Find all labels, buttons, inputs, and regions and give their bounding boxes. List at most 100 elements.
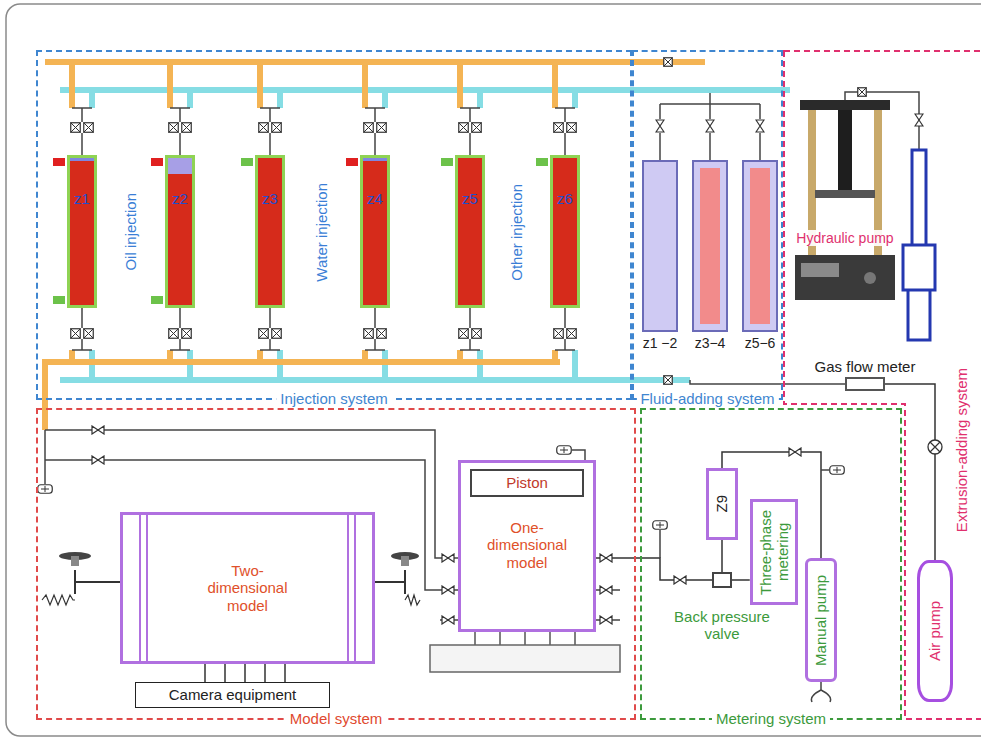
gauge — [557, 446, 572, 455]
press-base — [795, 255, 895, 300]
model-plate — [140, 515, 355, 661]
press-ram — [838, 110, 852, 190]
equipment-label: Gas flow meter — [813, 358, 918, 375]
equipment-label: Z9 — [713, 495, 730, 513]
cylinder-tab — [441, 158, 453, 166]
press-top — [800, 100, 890, 110]
air-valve — [928, 440, 942, 454]
equipment-label: z5 — [458, 190, 482, 207]
equipment-label: One-dimensional model — [481, 519, 573, 571]
clamp-handle — [401, 556, 409, 566]
equipment-box: Three-phase metering — [750, 499, 799, 605]
equipment-label: z4 — [363, 190, 387, 207]
valve — [92, 426, 104, 434]
equipment-box: Air pump — [917, 560, 953, 702]
region-label: Fluid-adding system — [636, 389, 778, 406]
valve — [600, 554, 612, 562]
equipment-box: Piston — [470, 469, 584, 496]
system-region: Fluid-adding systemz1 −2z3−4z5−6 — [632, 50, 783, 400]
equipment-box: One-dimensional model Piston — [458, 460, 596, 632]
valve-pair — [71, 58, 673, 385]
equipment-label: z3 — [258, 190, 282, 207]
oil-pipe — [45, 59, 705, 65]
equipment-label: Hydraulic pump — [794, 230, 895, 246]
equipment-label: Two-dimensional model — [198, 562, 298, 614]
equipment-label: Three-phase metering — [757, 505, 792, 599]
valve-pair — [169, 123, 192, 133]
valve — [600, 586, 612, 594]
region-outline — [784, 51, 981, 719]
pipe-connector — [596, 558, 712, 580]
gauge — [38, 485, 53, 494]
equipment-box: z4 — [360, 155, 390, 308]
valve — [706, 120, 714, 132]
cylinder-piping — [72, 108, 575, 350]
valve-pair — [554, 123, 577, 133]
pump-piping — [845, 92, 919, 150]
pipe-connector — [732, 579, 750, 581]
valve-pair — [364, 329, 387, 339]
pipe-connector — [205, 664, 285, 682]
valve — [442, 554, 454, 562]
valve-pair — [554, 329, 577, 339]
region-label: Extrusion-adding system — [953, 368, 970, 532]
hydraulic-press — [795, 100, 895, 300]
valve-pair — [169, 329, 192, 339]
equipment-label: z5−6 — [745, 335, 776, 351]
air-valve — [928, 440, 942, 454]
group-label: Oil injection — [122, 193, 139, 271]
oil-pipe — [45, 62, 560, 430]
equipment-label: Air pump — [926, 601, 943, 661]
group-label: Other injection — [508, 184, 525, 281]
valve — [442, 586, 454, 594]
equipment-label: Manual pump — [812, 575, 829, 666]
outer-frame — [6, 4, 981, 736]
clamp-handle — [71, 556, 79, 566]
valve-pair — [71, 329, 94, 339]
equipment-label: z6 — [553, 190, 577, 207]
cylinder-tab — [346, 158, 358, 166]
valve — [858, 88, 867, 97]
valve-pair — [459, 329, 482, 339]
press-knob — [864, 272, 876, 284]
valve-pair — [71, 123, 94, 133]
gauge — [653, 521, 668, 530]
equipment-label: z1 −2 — [643, 335, 678, 351]
valve — [92, 456, 104, 464]
valve — [664, 58, 673, 67]
valve-pair — [364, 123, 387, 133]
equipment-label: Camera equipment — [169, 686, 297, 703]
valve — [442, 616, 454, 624]
cylinder-tab — [151, 158, 163, 166]
water-pipe — [60, 90, 690, 380]
valve-pair — [259, 329, 282, 339]
gauge — [830, 466, 845, 475]
equipment-box: z5 — [455, 155, 485, 308]
equipment-box: z1 −2 — [642, 160, 678, 332]
equipment-box: Z9 — [706, 468, 737, 540]
equipment-label: Back pressure valve — [669, 608, 775, 643]
equipment-label: z3−4 — [695, 335, 726, 351]
press-panel — [801, 263, 839, 277]
equipment-box: Manual pump — [805, 558, 836, 682]
region-label: Injection system — [276, 389, 392, 406]
equipment-label: z1 — [70, 190, 94, 207]
equipment-box: Camera equipment — [135, 682, 330, 708]
cylinder-tab — [53, 158, 65, 166]
valve — [756, 120, 764, 132]
valve — [656, 120, 664, 132]
valve — [664, 376, 673, 385]
equipment-label: Piston — [506, 474, 548, 491]
valve-pair — [259, 123, 282, 133]
equipment-box: z3 — [255, 155, 285, 308]
press-platen — [815, 190, 875, 198]
equipment-box: Two-dimensional model — [120, 512, 375, 664]
cylinder-tab — [241, 158, 253, 166]
air-valve — [930, 442, 940, 452]
valve-pair — [459, 123, 482, 133]
model-leg — [475, 632, 575, 645]
region-label: Metering system — [712, 709, 830, 726]
pipe-connector — [885, 384, 935, 560]
valve — [600, 616, 612, 624]
